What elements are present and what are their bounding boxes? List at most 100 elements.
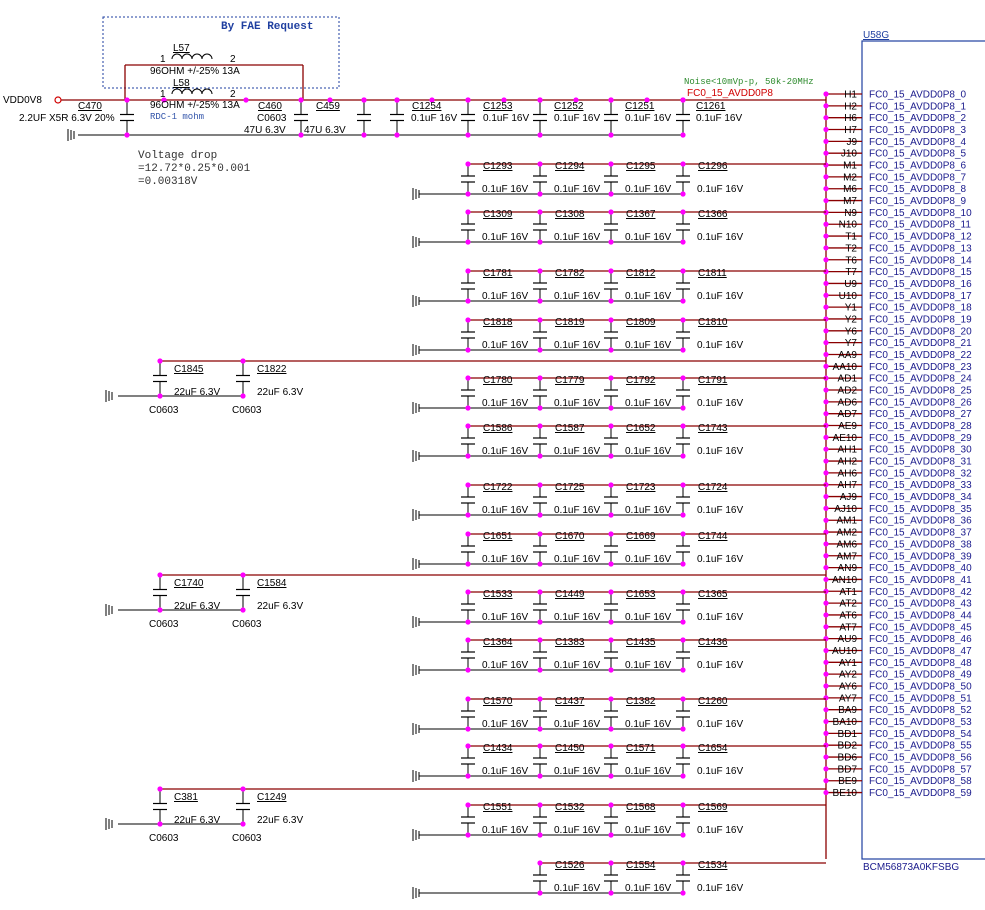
cap-value-label: 0.1uF 16V <box>625 446 671 457</box>
junction-dot <box>573 97 579 103</box>
pin-number: AH7 <box>838 480 858 491</box>
pin-function-label: FC0_15_AVDD0P8_56 <box>869 753 972 764</box>
cap-ref-label: C1450 <box>555 743 585 754</box>
inductor-l58-value: 96OHM +/-25% 13A <box>150 100 240 111</box>
junction-dot <box>537 619 543 625</box>
junction-dot <box>537 298 543 304</box>
cap-ref-label: C1309 <box>483 209 513 220</box>
cap-ref-label: C1781 <box>483 268 513 279</box>
cap-ref-label: C1296 <box>698 161 728 172</box>
pin-function-label: FC0_15_AVDD0P8_40 <box>869 563 972 574</box>
junction-dot <box>537 97 543 103</box>
junction-dot <box>823 197 829 204</box>
junction-dot <box>680 619 686 625</box>
junction-dot <box>537 209 543 215</box>
pin-number: U9 <box>844 279 857 290</box>
bulk-cap-package: C0603 <box>232 619 262 630</box>
cap-c1254-value: 0.1uF 16V <box>411 113 457 124</box>
pin-number: M6 <box>843 184 857 195</box>
junction-dot <box>680 726 686 732</box>
pin-number: AY7 <box>839 693 858 704</box>
junction-dot <box>823 600 829 606</box>
pin-function-label: FC0_15_AVDD0P8_44 <box>869 610 972 621</box>
pin-number: AM2 <box>836 528 857 539</box>
cap-value-label: 0.1uF 16V <box>625 883 671 894</box>
junction-dot <box>465 97 471 103</box>
pin-function-label: FC0_15_AVDD0P8_30 <box>869 445 972 456</box>
pin-number: Y1 <box>845 303 858 314</box>
cap-c460-pkg: C0603 <box>257 113 287 124</box>
junction-dot <box>465 531 471 537</box>
junction-dot <box>680 405 686 411</box>
cap-ref-label: C1651 <box>483 531 513 542</box>
pin-function-label: FC0_15_AVDD0P8_12 <box>869 232 972 243</box>
cap-value-label: 0.1uF 16V <box>697 883 743 894</box>
pin-number: AD7 <box>838 409 858 420</box>
power-input-label: VDD0V8 <box>3 95 42 106</box>
pin-function-label: FC0_15_AVDD0P8_32 <box>869 468 972 479</box>
pin-number: AM1 <box>836 516 857 527</box>
pin-function-label: FC0_15_AVDD0P8_29 <box>869 433 972 444</box>
cap-ref-label: C1367 <box>626 209 656 220</box>
pin-number: AU9 <box>838 634 858 645</box>
junction-dot <box>537 347 543 353</box>
pin-function-label: FC0_15_AVDD0P8_31 <box>869 457 972 468</box>
pin-function-label: FC0_15_AVDD0P8_41 <box>869 575 972 586</box>
junction-dot <box>680 317 686 323</box>
junction-dot <box>608 696 614 702</box>
junction-dot <box>680 561 686 567</box>
junction-dot <box>465 347 471 353</box>
pin-number: U10 <box>839 291 858 302</box>
junction-dot <box>537 667 543 673</box>
cap-value-label: 0.1uF 16V <box>554 825 600 836</box>
bulk-cap-ref: C1584 <box>257 578 287 589</box>
junction-dot <box>680 268 686 274</box>
cap-value-label: 0.1uF 16V <box>482 612 528 623</box>
junction-dot <box>608 637 614 643</box>
junction-dot <box>465 743 471 749</box>
cap-ref-label: C1449 <box>555 589 585 600</box>
cap-value-label: 0.1uF 16V <box>625 612 671 623</box>
cap-ref-label: C1819 <box>555 317 585 328</box>
cap-c470-ref: C470 <box>78 101 102 112</box>
junction-dot <box>680 209 686 215</box>
junction-dot <box>608 423 614 429</box>
pin-number: AT2 <box>839 599 857 610</box>
cap-value-label: 0.1uF 16V <box>697 554 743 565</box>
junction-dot <box>823 186 829 192</box>
junction-dot <box>465 512 471 518</box>
cap-ref-label: C1260 <box>698 696 728 707</box>
junction-dot <box>823 351 829 358</box>
pin-function-label: FC0_15_AVDD0P8_38 <box>869 539 972 550</box>
cap-ref-label: C1364 <box>483 637 513 648</box>
junction-dot <box>465 191 471 197</box>
pin-number: AD2 <box>838 386 858 397</box>
pin-number: Y7 <box>845 338 858 349</box>
junction-dot <box>537 512 543 518</box>
pin-function-label: FC0_15_AVDD0P8_57 <box>869 764 972 775</box>
bulk-cap-value: 22uF 6.3V <box>174 815 220 826</box>
junction-dot <box>608 317 614 323</box>
junction-dot <box>537 637 543 643</box>
junction-dot <box>680 482 686 488</box>
pin-function-label: FC0_15_AVDD0P8_16 <box>869 279 972 290</box>
junction-dot <box>537 317 543 323</box>
cap-value-label: 0.1uF 16V <box>554 719 600 730</box>
junction-dot <box>823 316 829 322</box>
pin-function-label: FC0_15_AVDD0P8_45 <box>869 622 972 633</box>
cap-value-label: 0.1uF 16V <box>697 660 743 671</box>
pin-number: H1 <box>844 90 857 101</box>
junction-dot <box>465 637 471 643</box>
cap-ref-label: C1587 <box>555 423 585 434</box>
junction-dot <box>680 773 686 779</box>
junction-dot <box>823 624 829 630</box>
junction-dot <box>124 132 130 138</box>
cap-ref-label: C1586 <box>483 423 513 434</box>
junction-dot <box>823 730 829 736</box>
pin-function-label: FC0_15_AVDD0P8_37 <box>869 528 972 539</box>
cap-value-label: 0.1uF 16V <box>625 825 671 836</box>
junction-dot <box>608 512 614 518</box>
junction-dot <box>823 150 829 156</box>
junction-dot <box>327 97 333 103</box>
